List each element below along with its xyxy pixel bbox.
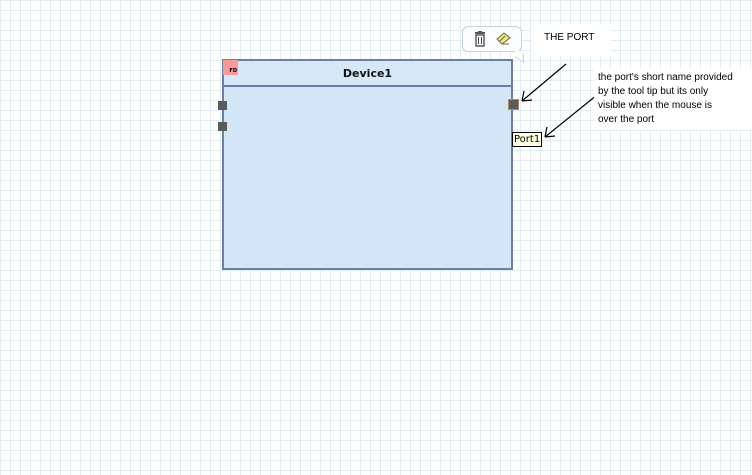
note-line: by the tool tip but its only (598, 86, 709, 97)
note-line: the port's short name provided (598, 72, 733, 83)
note-line: visible when the mouse is (598, 100, 712, 111)
toolbar-pointer (515, 47, 524, 64)
port-left-top[interactable] (218, 101, 227, 110)
device-title: Device1 (342, 66, 393, 80)
arrow-to-port (521, 63, 567, 102)
port-left-bottom[interactable] (218, 122, 227, 131)
device-block[interactable]: Device1 FD (222, 59, 513, 270)
note-the-port-text: THE PORT (544, 32, 595, 43)
note-line: over the port (598, 114, 655, 125)
floating-toolbar (462, 26, 522, 52)
device-header[interactable]: Device1 (224, 61, 511, 87)
delete-button[interactable] (471, 30, 489, 48)
arrow-to-tooltip (544, 94, 598, 138)
note-tooltip-explanation: the port's short name provided by the to… (594, 68, 752, 130)
eraser-icon (496, 32, 511, 45)
port-tooltip: Port1 (512, 132, 543, 147)
port-right[interactable] (508, 99, 519, 110)
note-the-port: THE PORT (531, 24, 611, 56)
trash-icon (475, 31, 485, 47)
erase-button[interactable] (495, 30, 513, 48)
fd-badge: FD (223, 60, 238, 75)
